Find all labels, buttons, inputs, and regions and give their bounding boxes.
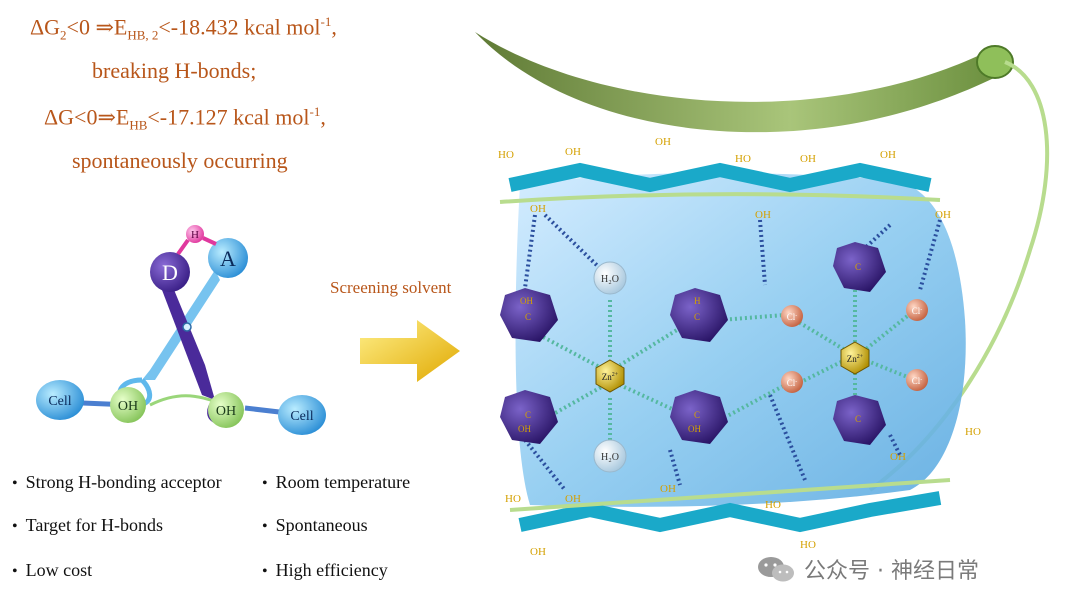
molecular-network-illustration: HO OH OH HO OH OH OH OH OH HO OH OH HO O… xyxy=(475,32,1050,558)
svg-text:Cl-: Cl- xyxy=(787,378,798,388)
oh-label: HO xyxy=(765,499,781,511)
equation-spontaneous: spontaneously occurring xyxy=(72,148,288,173)
chloride-ion: Cl- xyxy=(906,299,928,321)
hbond-d-h xyxy=(176,238,190,256)
oh-label: OH xyxy=(800,153,816,165)
oh-label-right: OH xyxy=(216,404,236,419)
oh-label: OH xyxy=(890,451,906,463)
svg-text:Cl-: Cl- xyxy=(912,376,923,386)
bullet-spontaneous: Spontaneous xyxy=(262,515,368,536)
bullet-strong-acceptor: Strong H-bonding acceptor xyxy=(12,472,222,493)
oh-label: OH xyxy=(935,209,951,221)
oh-label: OH xyxy=(565,493,581,505)
oh-label: HO xyxy=(498,149,514,161)
svg-text:OH: OH xyxy=(518,424,531,434)
donor-label: D xyxy=(162,260,178,285)
formic-acid-molecule: H C xyxy=(670,288,728,342)
oh-label: HO xyxy=(505,493,521,505)
formic-acid-molecule: C xyxy=(833,242,886,292)
oh-sphere-left xyxy=(110,387,146,423)
svg-text:OH: OH xyxy=(520,296,533,306)
bullet-low-cost: Low cost xyxy=(12,560,93,581)
water-molecule: H₂O xyxy=(593,261,627,295)
scissor-pivot xyxy=(182,322,192,332)
oh-label: OH xyxy=(565,146,581,158)
equation-delta-g: ΔG<0⇒EHB<-17.127 kcal mol-1, xyxy=(44,104,326,133)
formic-acid-molecule: OH C xyxy=(670,390,728,444)
plant-fiber xyxy=(475,32,1000,133)
equation-breaking-hbonds: breaking H-bonds; xyxy=(92,58,257,83)
bullet-room-temperature: Room temperature xyxy=(262,472,410,493)
acceptor-sphere xyxy=(208,238,248,278)
acceptor-label: A xyxy=(220,246,236,271)
oh-label-left: OH xyxy=(118,399,138,414)
wechat-watermark: 公众号 · 神经日常 xyxy=(756,552,979,586)
chloride-ion: Cl- xyxy=(781,371,803,393)
watermark-text: 公众号 · 神经日常 xyxy=(804,559,979,584)
equation-delta-g2: ΔG2<0 ⇒EHB, 2<-18.432 kcal mol-1, xyxy=(30,14,337,43)
formic-acid-molecule: OH C xyxy=(500,288,558,342)
oh-label: OH xyxy=(530,203,546,215)
fiber-end xyxy=(976,45,1014,79)
cell-sphere-left xyxy=(36,380,84,420)
svg-text:C: C xyxy=(694,312,700,322)
svg-text:Zn2+: Zn2+ xyxy=(847,354,864,364)
hydrogen-label: H xyxy=(191,229,199,241)
svg-text:OH: OH xyxy=(688,424,701,434)
oh-sphere-right xyxy=(208,392,244,428)
cellulose-chain-top xyxy=(508,162,932,193)
process-arrow-icon xyxy=(360,320,460,382)
cellulose-chain-bottom xyxy=(518,491,942,533)
bullet-target-hbonds: Target for H-bonds xyxy=(12,515,163,536)
donor-sphere xyxy=(150,252,190,292)
formic-acid-molecule: OH C xyxy=(500,390,558,444)
zinc-ion: Zn2+ xyxy=(840,341,870,375)
oh-label: OH xyxy=(660,483,676,495)
cell-label-right: Cell xyxy=(290,409,313,424)
svg-text:C: C xyxy=(694,410,700,420)
svg-text:Cl-: Cl- xyxy=(787,312,798,322)
oh-label: HO xyxy=(735,153,751,165)
hbond-h-a xyxy=(202,236,217,246)
hbond-rail-top xyxy=(499,192,941,204)
cell-label-left: Cell xyxy=(48,394,71,409)
svg-text:H₂O: H₂O xyxy=(601,274,619,285)
cell-sphere-right xyxy=(278,395,326,435)
hydrogen-sphere xyxy=(186,225,204,243)
svg-text:Cl-: Cl- xyxy=(912,306,923,316)
oh-label: OH xyxy=(755,209,771,221)
svg-text:C: C xyxy=(525,312,531,322)
oh-label: HO xyxy=(800,539,816,551)
hbond-links xyxy=(523,213,942,492)
svg-text:C: C xyxy=(855,414,861,424)
oh-label: OH xyxy=(655,136,671,148)
svg-text:H: H xyxy=(694,296,701,306)
oh-label: OH xyxy=(880,149,896,161)
water-molecule: H₂O xyxy=(593,439,627,473)
svg-text:C: C xyxy=(855,262,861,272)
svg-text:Zn2+: Zn2+ xyxy=(602,372,619,382)
oh-label: OH xyxy=(530,546,546,558)
formic-acid-molecule: C xyxy=(833,395,886,445)
hbond-rail-bottom xyxy=(509,478,951,512)
svg-text:C: C xyxy=(525,410,531,420)
screening-solvent-label: Screening solvent xyxy=(330,278,452,297)
chloride-ion: Cl- xyxy=(906,369,928,391)
zinc-ion: Zn2+ xyxy=(595,359,625,393)
bullet-high-efficiency: High efficiency xyxy=(262,560,388,581)
chloride-ion: Cl- xyxy=(781,305,803,327)
wechat-icon xyxy=(758,557,794,582)
svg-text:H₂O: H₂O xyxy=(601,452,619,463)
oh-label: HO xyxy=(965,426,981,438)
scissor-blade-purple xyxy=(162,280,215,400)
hbond-scissors-illustration: D A H Cell OH OH Cell xyxy=(36,225,326,435)
